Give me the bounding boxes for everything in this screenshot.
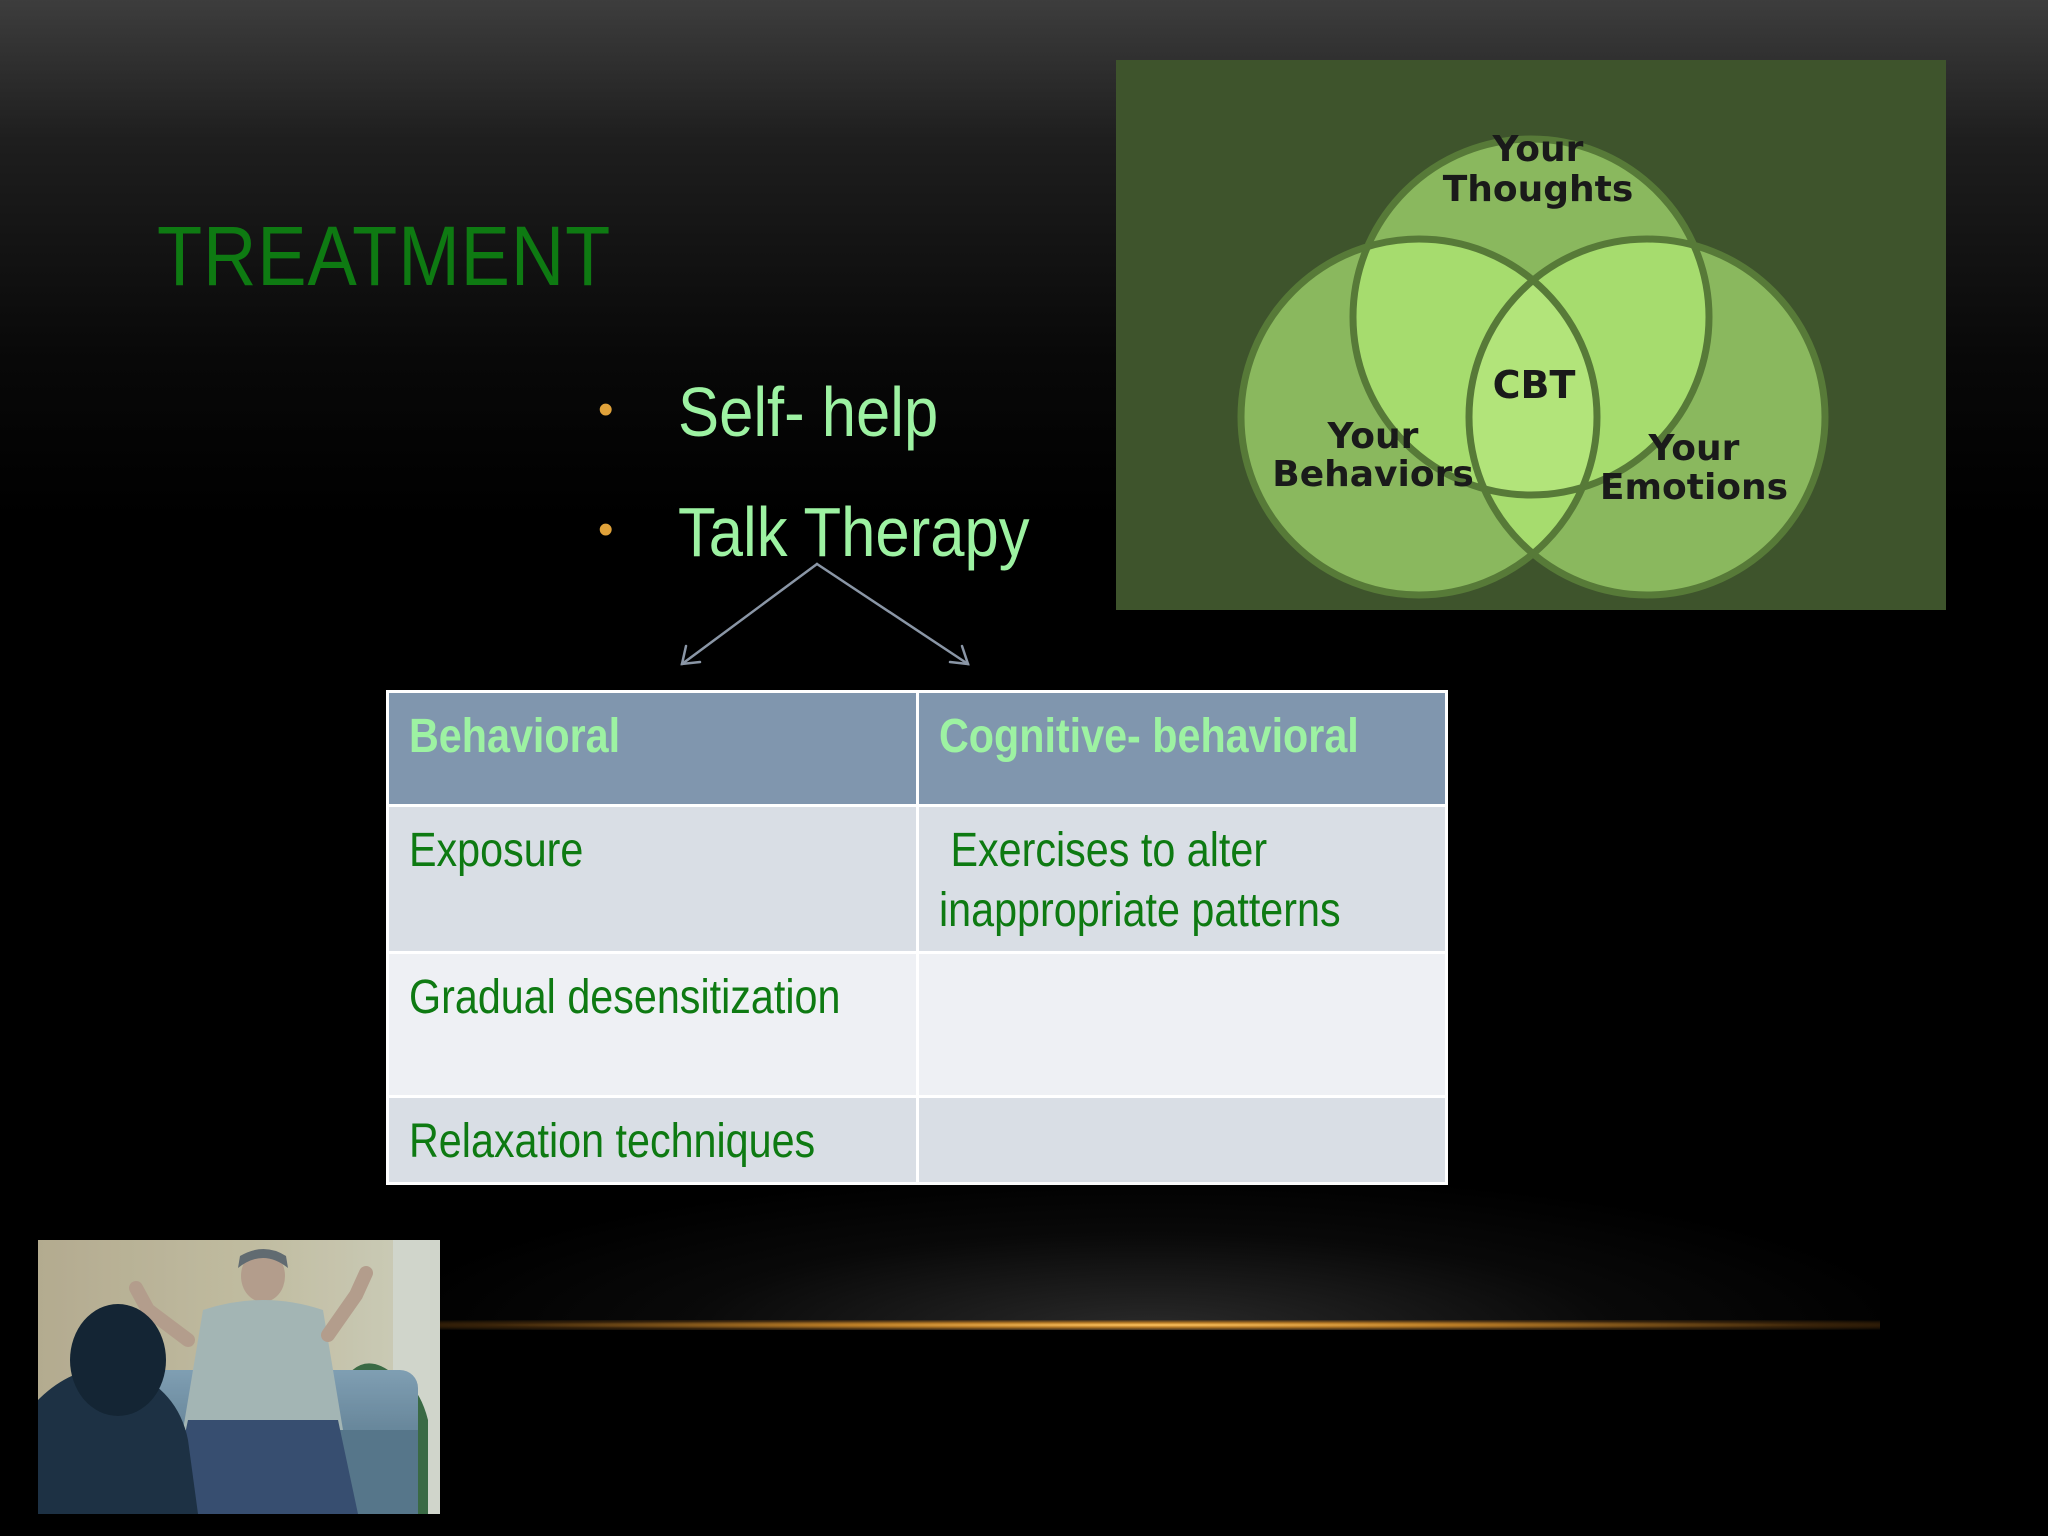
branch-arrows <box>680 562 970 666</box>
table-cell: Exposure <box>386 804 919 954</box>
bullet-dot-icon: • <box>598 385 614 434</box>
table-header-row: Behavioral Cognitive- behavioral <box>386 690 1448 807</box>
table-cell: Gradual desensitization <box>386 951 919 1098</box>
table-cell: Relaxation techniques <box>386 1095 919 1185</box>
venn-outline-thoughts <box>1349 135 1713 499</box>
cell-exercises: Exercises to alter inappropriate pattern… <box>938 824 1341 937</box>
bullet-dot-icon: • <box>598 505 614 554</box>
arrow-right-head-icon <box>948 644 970 666</box>
cbt-venn-diagram: Your Thoughts Your Behaviors Your Emotio… <box>1116 60 1946 610</box>
header-behavioral: Behavioral <box>409 710 621 763</box>
table-cell: Exercises to alter inappropriate pattern… <box>915 804 1448 954</box>
venn-label-cbt: CBT <box>1493 363 1576 407</box>
venn-label-thoughts-1: Your <box>1492 129 1584 170</box>
therapy-session-photo <box>38 1240 440 1514</box>
cell-relaxation-techniques: Relaxation techniques <box>409 1115 816 1168</box>
arrow-left-head-icon <box>680 644 702 666</box>
table-cell <box>915 951 1448 1098</box>
arrow-right <box>815 562 970 666</box>
decorative-glow-haze <box>420 1180 1880 1330</box>
venn-outline-emotions <box>1465 235 1829 599</box>
bullet-talk-therapy: Talk Therapy <box>678 493 1030 571</box>
venn-label-thoughts-2: Thoughts <box>1443 169 1634 210</box>
cell-exposure: Exposure <box>409 824 584 877</box>
venn-overlap-center <box>1469 239 1597 495</box>
table-cell <box>915 1095 1448 1185</box>
table-row: Relaxation techniques <box>386 1095 1448 1185</box>
venn-label-behaviors-1: Your <box>1327 416 1419 457</box>
table-row: Gradual desensitization <box>386 951 1448 1098</box>
venn-label-emotions-2: Emotions <box>1600 467 1788 508</box>
table-header-cell: Cognitive- behavioral <box>915 690 1448 807</box>
decorative-gold-line <box>420 1320 1880 1330</box>
venn-label-emotions-1: Your <box>1648 428 1740 469</box>
cell-gradual-desensitization: Gradual desensitization <box>409 971 841 1024</box>
table-header-cell: Behavioral <box>386 690 919 807</box>
table-row: Exposure Exercises to alter inappropriat… <box>386 804 1448 954</box>
bullet-self-help: Self- help <box>678 373 939 451</box>
arrow-left <box>680 562 819 666</box>
slide-title: TREATMENT <box>157 209 612 303</box>
venn-outline-behaviors <box>1237 235 1601 599</box>
treatment-table: Behavioral Cognitive- behavioral Exposur… <box>386 690 1448 1185</box>
venn-label-behaviors-2: Behaviors <box>1272 454 1474 495</box>
header-cognitive-behavioral: Cognitive- behavioral <box>938 710 1359 763</box>
